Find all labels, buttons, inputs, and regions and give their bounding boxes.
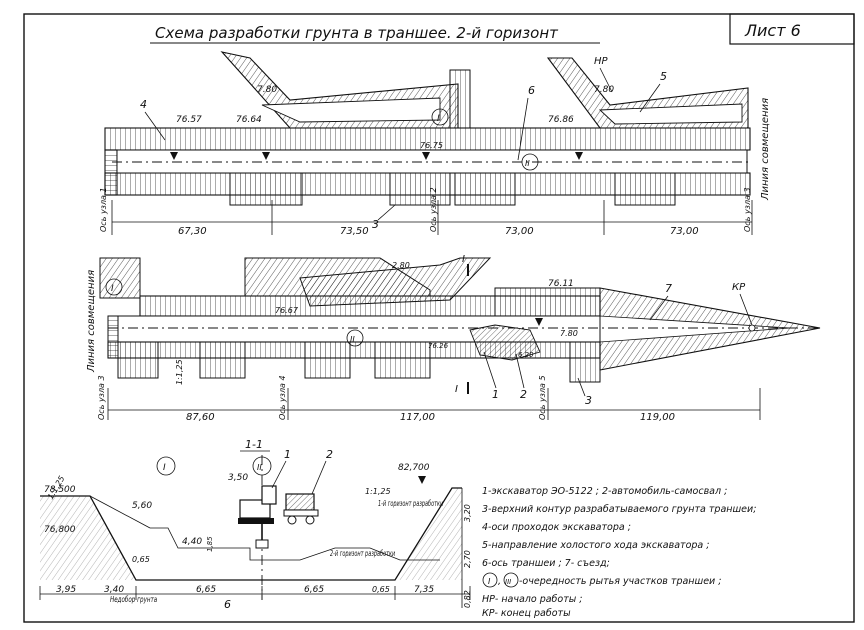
- circle-I-section: I: [163, 463, 166, 473]
- axis-node-3-mid: Ось узла 3: [97, 375, 106, 420]
- sheet-frame: [23, 13, 855, 623]
- callout-5: 5: [660, 70, 667, 83]
- mark-76-64: 76.64: [236, 115, 262, 125]
- mark-78-500: 78,500: [44, 485, 76, 495]
- callout-2-mid: 2: [520, 388, 527, 401]
- circle-II-top: II: [525, 159, 530, 168]
- legend: 1-экскаватор ЭО-5122 ; 2-автомобиль-само…: [482, 486, 756, 619]
- dump-truck-symbol: [283, 493, 319, 525]
- dim-117-00: 117,00: [400, 412, 435, 423]
- slope-mid: 1:1,25: [175, 359, 184, 385]
- slope-right: 1:1,25: [365, 487, 391, 496]
- horizon-1-label: 1-й горизонт разработки: [378, 499, 444, 509]
- dim-3-95: 3,95: [56, 585, 76, 595]
- legend-circle-I: I: [488, 577, 491, 586]
- callout-1-section: 1: [284, 448, 291, 461]
- sheet-number-box: [729, 13, 855, 45]
- callout-4: 4: [140, 98, 147, 111]
- dim-7-80-b: 7.80: [594, 85, 614, 95]
- dim-73-00-a: 73,00: [505, 226, 534, 237]
- mark-76-57: 76.57: [176, 115, 202, 125]
- dim-0-65-a: 0,65: [132, 555, 150, 564]
- align-line-mid: Линия совмещения: [86, 270, 97, 373]
- axis-node-2: Ось узла 2: [429, 187, 438, 232]
- sheet-number: Лист 6: [744, 21, 801, 40]
- cross-section: 1-1 I II: [39, 438, 472, 611]
- callout-6-section: 6: [224, 598, 231, 611]
- legend-line-5: 6-ось траншеи ; 7- съезд;: [482, 558, 610, 569]
- legend-line-2: 3-верхний контур разрабатываемого грунта…: [482, 504, 756, 515]
- dim-7-80-mid: 7.80: [560, 329, 578, 338]
- kp-label: КР: [732, 282, 746, 293]
- dim-5-60: 5,60: [132, 501, 152, 511]
- dim-6-65-a: 6,65: [196, 585, 216, 595]
- dim-0-82: 0,82: [463, 590, 472, 608]
- section-title: 1-1: [245, 438, 263, 451]
- dim-7-35: 7,35: [414, 585, 434, 595]
- axis-node-1: Ось узла 1: [99, 187, 108, 232]
- callout-3-top: 3: [372, 218, 379, 231]
- section-mark-bottom: I: [455, 384, 458, 395]
- dim-2-70: 2,70: [463, 550, 472, 568]
- dim-3-50: 3,50: [228, 473, 248, 483]
- dim-4-40: 4,40: [182, 537, 202, 547]
- dim-3-20: 3,20: [463, 504, 472, 522]
- dim-0-65-b: 0,65: [372, 585, 390, 594]
- callout-6: 6: [528, 84, 535, 97]
- callout-2-section: 2: [326, 448, 333, 461]
- mark-82-700: 82,700: [398, 463, 430, 473]
- legend-line-8: КР- конец работы: [482, 608, 571, 619]
- dim-73-00-b: 73,00: [670, 226, 699, 237]
- mark-76-26: 76.26: [428, 342, 449, 350]
- callout-7: 7: [665, 282, 672, 295]
- legend-line-3: 4-оси проходок экскаватора ;: [482, 522, 631, 533]
- axis-node-4: Ось узла 4: [278, 375, 287, 420]
- circle-II-section: II: [257, 463, 262, 472]
- axis-node-5: Ось узла 5: [538, 375, 547, 420]
- dim-7-80-a: 7.80: [257, 85, 277, 95]
- mark-76-67: 76.67: [275, 306, 299, 315]
- dim-2-80: 2.80: [392, 261, 410, 270]
- dim-87-60: 87,60: [186, 412, 215, 423]
- dim-1-85: 1,85: [206, 536, 214, 552]
- middle-plan: Линия совмещения 76.67 76.11 76.26 7.80 …: [86, 254, 821, 423]
- dim-67-30: 67,30: [178, 226, 207, 237]
- excavator-symbol: [238, 485, 277, 549]
- mark-76-800: 76,800: [44, 525, 76, 535]
- mark-76-11: 76.11: [548, 279, 574, 289]
- mark-76-86: 76.86: [548, 115, 574, 125]
- dim-119-00: 119,00: [640, 412, 675, 423]
- mark-76-75: 76.75: [420, 141, 443, 150]
- circle-II-mid: II: [350, 335, 355, 344]
- nr-label: НР: [594, 56, 609, 67]
- axis-node-3: Ось узла 3: [743, 187, 752, 232]
- sheet-title: Схема разработки грунта в траншее. 2-й г…: [155, 24, 559, 42]
- horizon-2-label: 2-й горизонт разработки: [330, 549, 396, 559]
- undercut-label: Недобор грунта: [110, 595, 157, 604]
- top-plan: 76.57 76.64 76.75 76.86 7.80 7.80 НР 4 5…: [99, 51, 771, 237]
- legend-line-6: -очередность рытья участков траншеи ;: [519, 576, 721, 587]
- dim-3-40: 3,40: [104, 585, 124, 595]
- align-line-top: Линия совмещения: [760, 98, 771, 201]
- dim-6-65-b: 6,65: [304, 585, 324, 595]
- callout-1-mid: 1: [492, 388, 499, 401]
- section-mark-top: I: [462, 254, 465, 265]
- svg-text:,: ,: [498, 576, 501, 587]
- circle-I-mid: I: [111, 284, 114, 294]
- legend-line-7: НР- начало работы ;: [482, 594, 582, 605]
- circle-I-top: I: [437, 114, 440, 124]
- legend-line-1: 1-экскаватор ЭО-5122 ; 2-автомобиль-само…: [482, 486, 727, 497]
- legend-circle-III: III: [505, 578, 511, 586]
- dim-73-50: 73,50: [340, 226, 369, 237]
- callout-3-mid: 3: [585, 394, 592, 407]
- dim-6-20: 6.20: [518, 351, 534, 359]
- legend-line-4: 5-направление холостого хода экскаватора…: [482, 540, 709, 551]
